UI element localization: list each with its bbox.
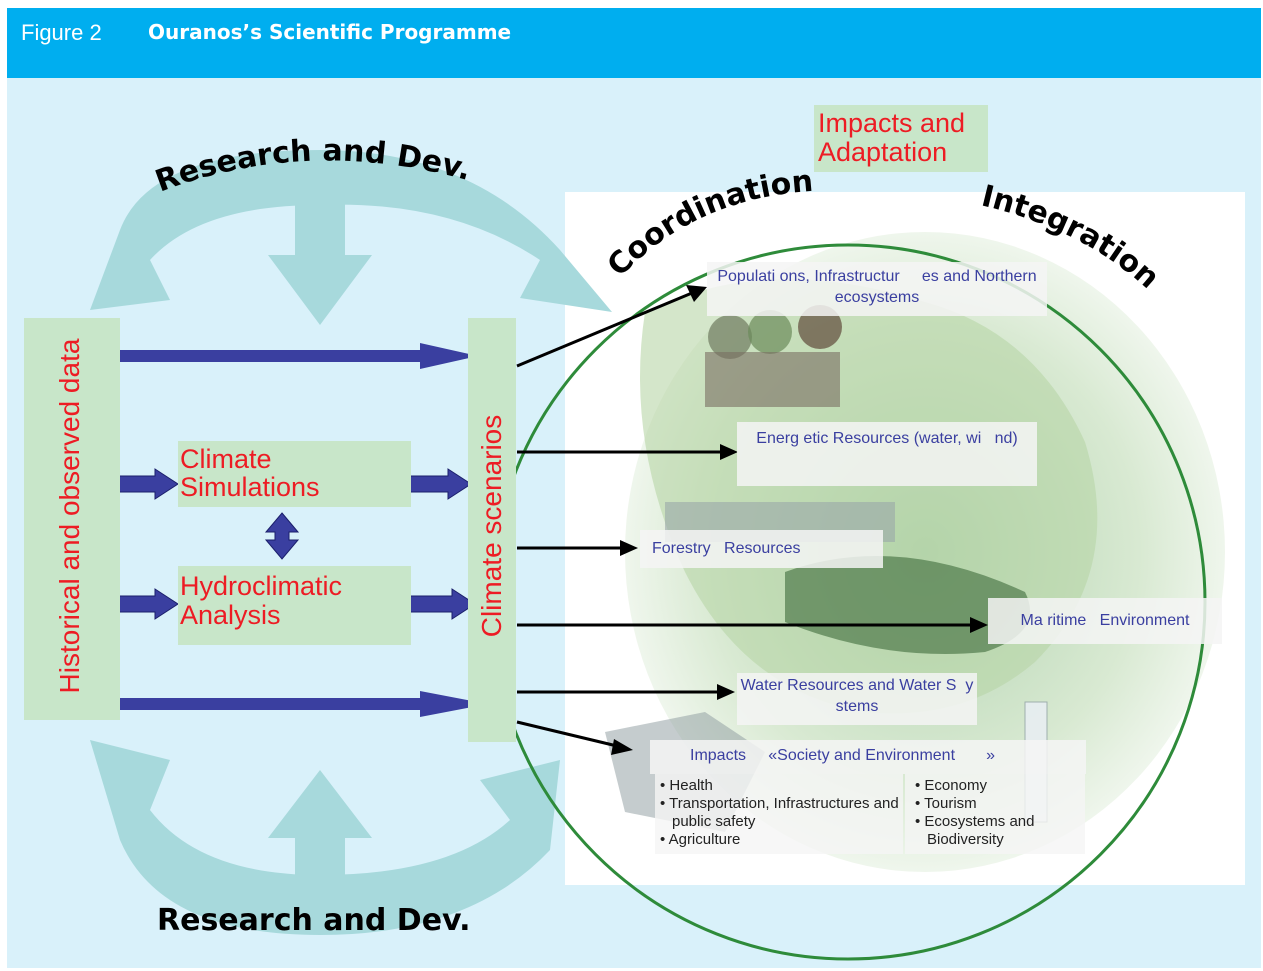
historical-data-bar <box>24 318 120 720</box>
top-research-arc <box>90 150 612 312</box>
impacts-adaptation-box: Impacts and Adaptation <box>814 105 988 172</box>
bottom-center-arrow <box>268 770 372 900</box>
bullets-left: Health Transportation, Infrastructures a… <box>660 777 905 849</box>
arrow-to-simulations <box>116 468 179 500</box>
bullet-item: Transportation, Infrastructures and publ… <box>660 795 905 831</box>
climate-simulations-box: Climate Simulations <box>178 441 411 507</box>
bullet-item: Agriculture <box>660 831 905 849</box>
bullet-item: Economy <box>915 777 1075 795</box>
category-water: Water Resources and Water S y stems <box>737 673 977 725</box>
figure-number: Figure 2 <box>21 20 102 45</box>
figure-title: Ouranos’s Scientific Programme <box>148 20 512 44</box>
category-forestry: Forestry Resources <box>640 530 883 568</box>
category-energetic: Energ etic Resources (water, wi nd) <box>737 422 1037 486</box>
climate-scenarios-bar <box>468 318 516 742</box>
hydroclimatic-analysis-text: Hydroclimatic Analysis <box>180 571 343 630</box>
bullet-item: Tourism <box>915 795 1075 813</box>
arrow-to-hydro <box>116 588 179 620</box>
top-center-arrow <box>268 190 372 325</box>
bullets-right: Economy Tourism Ecosystems and Biodivers… <box>915 777 1075 849</box>
bullet-item: Health <box>660 777 905 795</box>
category-arrows <box>516 285 988 755</box>
hydroclimatic-analysis-box: Hydroclimatic Analysis <box>178 566 411 645</box>
figure-header <box>7 8 1261 78</box>
arrow-from-hydro <box>403 588 476 620</box>
category-populations: Populati ons, Infrastructur es and North… <box>707 262 1047 316</box>
historical-data-label: Historical and observed data <box>54 338 85 694</box>
bottom-arc-label: Research and Dev. <box>157 903 471 938</box>
bottom-research-arc <box>90 740 560 935</box>
category-maritime: Ma ritime Environment <box>988 598 1222 644</box>
bottom-long-arrow <box>112 691 488 717</box>
bullet-item: Ecosystems and Biodiversity <box>915 813 1075 849</box>
climate-scenarios-label: Climate scenarios <box>476 414 507 638</box>
top-long-arrow <box>112 343 478 369</box>
impacts-adaptation-text: Impacts and Adaptation <box>818 108 966 167</box>
double-arrow <box>264 512 300 560</box>
climate-simulations-text: Climate Simulations <box>180 444 320 502</box>
category-impacts-society: Impacts «Society and Environment » <box>650 740 1086 774</box>
